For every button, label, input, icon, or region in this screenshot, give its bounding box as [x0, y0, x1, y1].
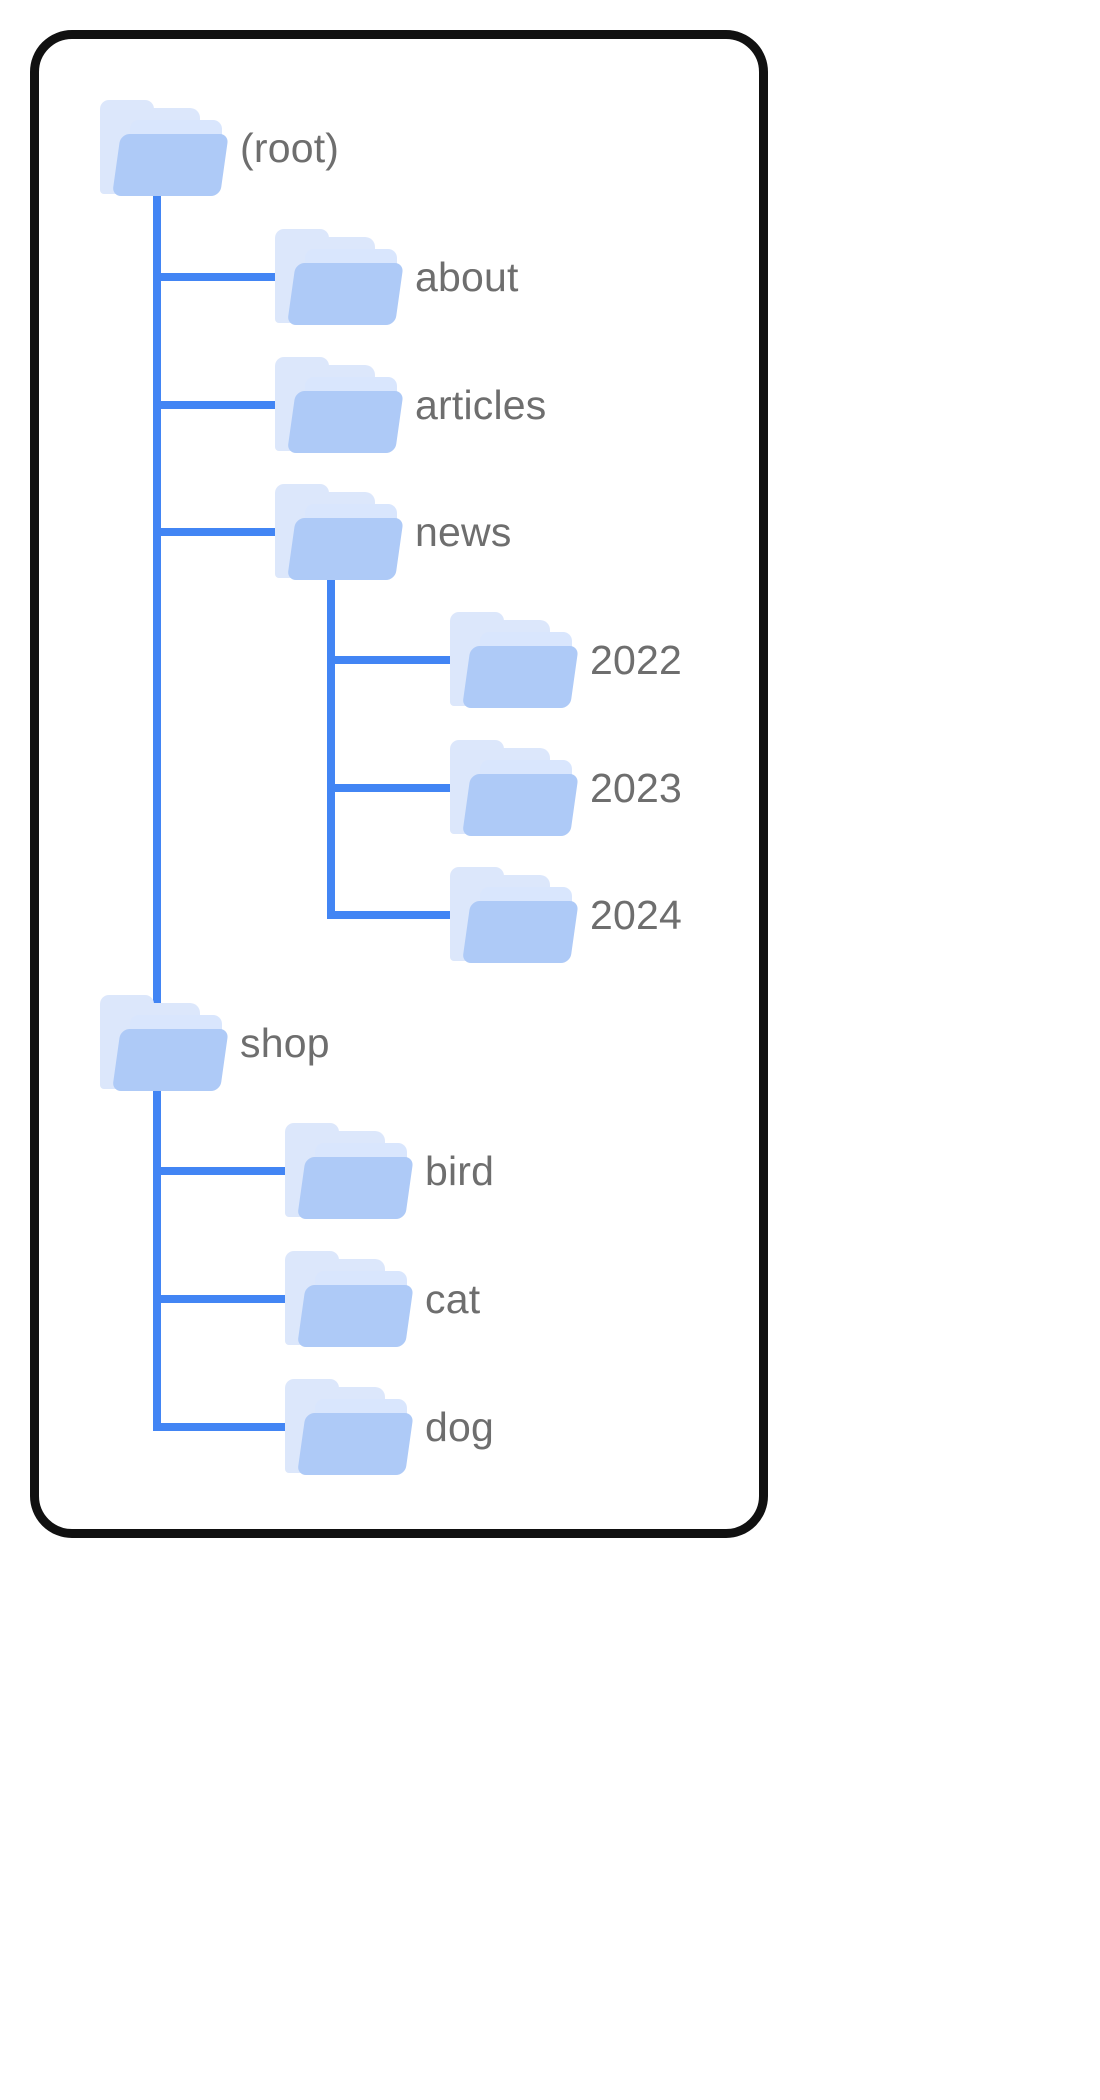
tree-node-about[interactable]: about — [275, 229, 519, 325]
folder-icon — [450, 867, 579, 963]
tree-node-label: dog — [425, 1403, 495, 1450]
tree-node-label: 2022 — [590, 636, 683, 683]
tree-node-label: 2024 — [590, 891, 683, 938]
folder-icon-front — [462, 774, 579, 836]
tree-node-label: 2023 — [590, 764, 683, 811]
folder-icon — [450, 612, 579, 708]
folder-icon-front — [287, 391, 404, 453]
tree-node-bird[interactable]: bird — [285, 1123, 494, 1219]
folder-icon — [285, 1379, 414, 1475]
tree-node-label: cat — [425, 1275, 481, 1322]
folder-icon — [285, 1251, 414, 1347]
tree-node-label: about — [415, 253, 519, 300]
folder-icon-front — [112, 1029, 229, 1091]
folder-icon-front — [462, 646, 579, 708]
tree-node-label: news — [415, 508, 512, 555]
folder-icon-front — [287, 518, 404, 580]
tree-node-2023[interactable]: 2023 — [450, 740, 682, 836]
folder-icon — [450, 740, 579, 836]
folder-icon-front — [287, 263, 404, 325]
folder-icon-front — [297, 1413, 414, 1475]
folder-icon — [275, 357, 404, 453]
tree-node-dog[interactable]: dog — [285, 1379, 494, 1475]
tree-node-cat[interactable]: cat — [285, 1251, 480, 1347]
tree-node-2024[interactable]: 2024 — [450, 867, 682, 963]
tree-node-shop[interactable]: shop — [100, 995, 330, 1091]
folder-icon-front — [462, 901, 579, 963]
folder-icon — [100, 100, 229, 196]
tree-node-root[interactable]: (root) — [100, 100, 339, 196]
tree-node-2022[interactable]: 2022 — [450, 612, 682, 708]
tree-node-label: articles — [415, 381, 547, 428]
folder-icon — [285, 1123, 414, 1219]
folder-icon-front — [112, 134, 229, 196]
tree-node-label: shop — [240, 1019, 330, 1066]
tree-node-articles[interactable]: articles — [275, 357, 546, 453]
tree-node-news[interactable]: news — [275, 484, 512, 580]
tree-node-label: (root) — [240, 124, 340, 171]
folder-icon — [275, 229, 404, 325]
folder-icon-front — [297, 1285, 414, 1347]
folder-icon-front — [297, 1157, 414, 1219]
tree-node-label: bird — [425, 1147, 495, 1194]
folder-icon — [100, 995, 229, 1091]
folder-icon — [275, 484, 404, 580]
